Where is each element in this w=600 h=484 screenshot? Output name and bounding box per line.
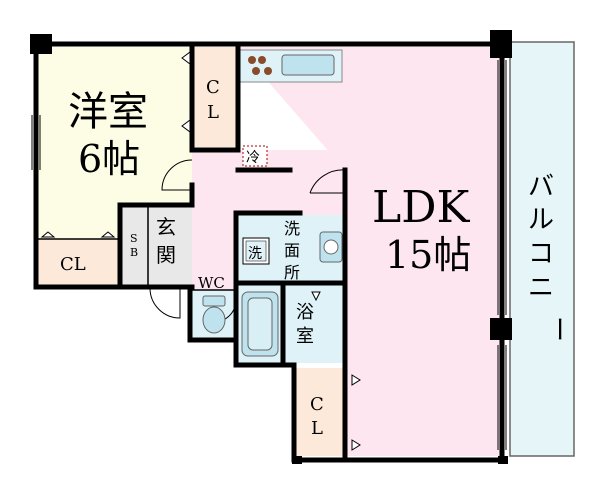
closet-door-marks bbox=[40, 51, 361, 451]
balcony-label-5: ー bbox=[543, 316, 573, 342]
fridge-icon bbox=[242, 145, 268, 167]
hallway-floor bbox=[190, 150, 238, 290]
balcony-label-4: ニ bbox=[528, 273, 554, 303]
washroom-label-3: 所 bbox=[284, 263, 300, 282]
bathroom-label-1: 浴 bbox=[296, 302, 314, 323]
entrance-label-2: 関 bbox=[156, 243, 176, 267]
closet-bottom-label-l: L bbox=[311, 418, 323, 439]
closet-top-floor bbox=[192, 47, 238, 147]
entrance-label-1: 玄 bbox=[156, 215, 176, 239]
windows bbox=[31, 60, 507, 450]
partitions bbox=[38, 205, 236, 291]
stove-icon bbox=[248, 56, 272, 75]
walls bbox=[33, 41, 505, 463]
shoe-box-label-b: B bbox=[130, 246, 138, 259]
shoe-box-floor bbox=[120, 205, 148, 285]
balcony-label-3: コ bbox=[528, 239, 554, 269]
washbasin-icon bbox=[319, 231, 343, 263]
washroom-label-1: 洗 bbox=[284, 219, 300, 238]
western-closet-label: CL bbox=[60, 254, 86, 275]
fridge-mark: 冷 bbox=[246, 150, 260, 166]
western-closet-floor bbox=[38, 239, 120, 285]
western-room-name: 洋室 bbox=[68, 89, 148, 135]
columns bbox=[30, 30, 512, 464]
ldk-name: LDK bbox=[372, 182, 470, 233]
closet-bottom-label-c: C bbox=[310, 394, 324, 415]
ldk-floor bbox=[196, 47, 500, 456]
balcony-floor bbox=[509, 41, 575, 457]
balcony-label-1: バ bbox=[528, 172, 554, 202]
closet-bottom-floor bbox=[296, 368, 345, 456]
closet-top-label-c: C bbox=[206, 77, 220, 98]
toilet-label: WC bbox=[198, 274, 225, 292]
sink-icon bbox=[281, 54, 335, 76]
bathtub-icon bbox=[241, 291, 279, 357]
balcony-label-2: ル bbox=[528, 205, 554, 235]
entrance-floor bbox=[148, 205, 192, 285]
shoe-box-label-s: S bbox=[130, 232, 138, 245]
washroom-label-2: 面 bbox=[284, 241, 300, 260]
toilet-icon bbox=[202, 295, 226, 334]
washer-mark: 洗 bbox=[248, 246, 262, 262]
ldk-size: 15帖 bbox=[385, 233, 471, 277]
bathroom-label-2: 室 bbox=[296, 326, 314, 347]
closet-top-label-l: L bbox=[207, 102, 219, 123]
western-room-size: 6帖 bbox=[78, 137, 140, 181]
